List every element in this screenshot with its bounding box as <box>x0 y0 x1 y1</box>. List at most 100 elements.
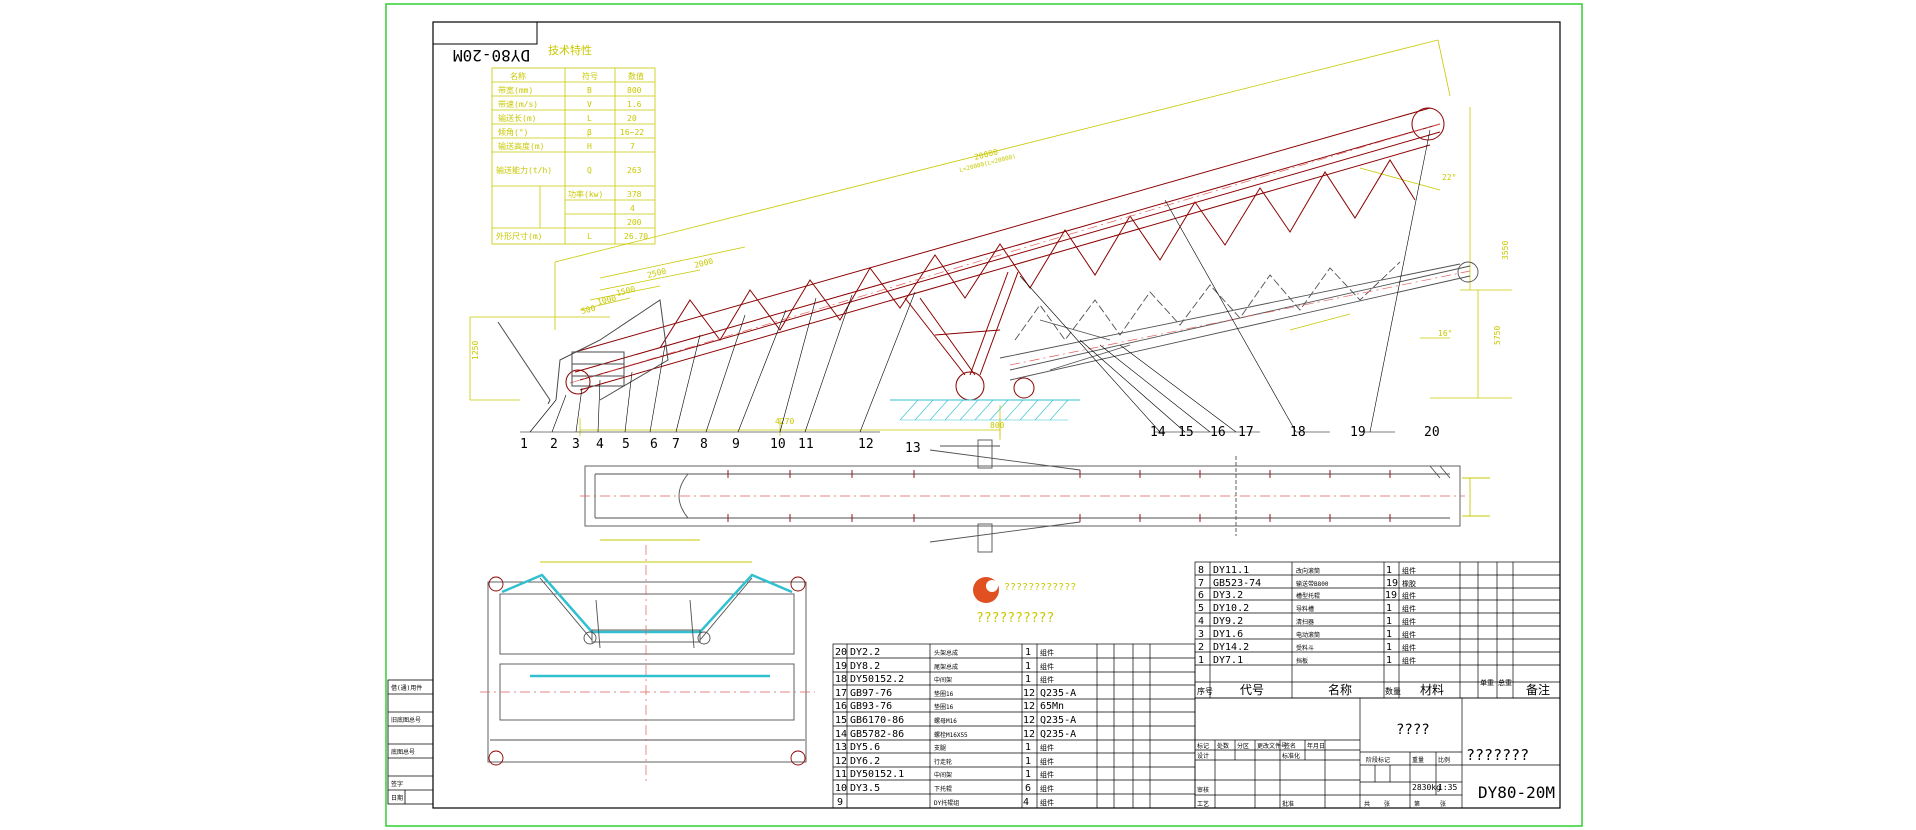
svg-text:组件: 组件 <box>1402 656 1416 665</box>
svg-text:尾架总成: 尾架总成 <box>934 663 958 671</box>
svg-text:DY50152.1: DY50152.1 <box>850 769 904 780</box>
svg-text:材料: 材料 <box>1420 683 1444 697</box>
svg-text:Q235-A: Q235-A <box>1040 715 1076 726</box>
svg-text:16~22: 16~22 <box>620 128 644 137</box>
svg-text:2: 2 <box>1198 642 1204 653</box>
svg-text:DY14.2: DY14.2 <box>1213 642 1249 653</box>
svg-text:H: H <box>587 142 592 151</box>
svg-text:工艺: 工艺 <box>1197 800 1209 808</box>
svg-text:12: 12 <box>858 437 874 452</box>
svg-text:B: B <box>587 86 592 95</box>
svg-text:10: 10 <box>835 783 847 794</box>
svg-text:DY3.2: DY3.2 <box>1213 590 1243 601</box>
svg-text:GB93-76: GB93-76 <box>850 701 892 712</box>
svg-text:1: 1 <box>1198 655 1204 666</box>
svg-text:下托辊: 下托辊 <box>934 785 952 793</box>
svg-text:数值: 数值 <box>628 71 644 81</box>
svg-text:挡板: 挡板 <box>1296 657 1308 665</box>
balloon-numbers: 1 2 3 4 5 6 7 8 9 10 11 12 13 14 15 16 1… <box>520 425 1440 456</box>
svg-text:1: 1 <box>1025 647 1031 658</box>
svg-text:标准化: 标准化 <box>1282 752 1300 760</box>
svg-text:倾角(°): 倾角(°) <box>498 127 528 137</box>
svg-text:3550: 3550 <box>1501 241 1510 260</box>
svg-text:1: 1 <box>520 437 528 452</box>
svg-text:Q235-A: Q235-A <box>1040 688 1076 699</box>
svg-text:组件: 组件 <box>1040 770 1054 779</box>
svg-text:头架总成: 头架总成 <box>934 649 958 657</box>
svg-text:800: 800 <box>990 421 1005 430</box>
svg-text:8: 8 <box>700 437 708 452</box>
svg-text:5: 5 <box>622 437 630 452</box>
svg-text:借(通)用件: 借(通)用件 <box>391 684 422 692</box>
svg-text:8: 8 <box>1198 565 1204 576</box>
svg-text:19: 19 <box>1386 578 1398 589</box>
svg-text:签名: 签名 <box>1284 742 1296 750</box>
svg-text:5: 5 <box>1198 603 1204 614</box>
svg-text:带宽(mm): 带宽(mm) <box>498 85 533 95</box>
svg-text:DY9.2: DY9.2 <box>1213 616 1243 627</box>
svg-text:共: 共 <box>1364 800 1370 808</box>
svg-text:标记: 标记 <box>1197 742 1209 750</box>
svg-text:Q235-A: Q235-A <box>1040 729 1076 740</box>
svg-text:中间架: 中间架 <box>934 676 952 684</box>
svg-text:19: 19 <box>1385 590 1397 601</box>
svg-text:改向滚筒: 改向滚筒 <box>1296 567 1320 575</box>
svg-text:电动滚筒: 电动滚筒 <box>1296 631 1320 639</box>
logo-text-1: ???????????? <box>1004 582 1076 593</box>
svg-text:名称: 名称 <box>1328 682 1352 697</box>
logo-text-2: ?????????? <box>976 611 1054 626</box>
outer-border <box>385 3 1583 827</box>
svg-text:名称: 名称 <box>510 71 526 81</box>
svg-text:1250: 1250 <box>471 341 480 360</box>
bom-right-grid <box>1194 561 1561 699</box>
svg-text:签字: 签字 <box>391 780 403 788</box>
svg-text:14: 14 <box>1150 425 1166 440</box>
svg-text:中间架: 中间架 <box>934 771 952 779</box>
svg-text:L: L <box>587 232 592 241</box>
svg-text:年月日: 年月日 <box>1307 742 1325 750</box>
svg-text:总重: 总重 <box>1498 678 1512 687</box>
svg-text:组件: 组件 <box>1040 757 1054 766</box>
svg-text:65Mn: 65Mn <box>1040 701 1064 712</box>
svg-text:DY2.2: DY2.2 <box>850 647 880 658</box>
svg-text:4: 4 <box>630 204 635 213</box>
svg-text:12: 12 <box>835 756 847 767</box>
svg-text:4: 4 <box>596 437 604 452</box>
logo: ???????????? ?????????? <box>973 577 1076 626</box>
conveyor-plan-view <box>580 439 1490 553</box>
svg-text:DY10.2: DY10.2 <box>1213 603 1249 614</box>
tech-spec-table: 技术特性 <box>491 43 656 245</box>
svg-text:外形尺寸(m): 外形尺寸(m) <box>496 231 542 241</box>
svg-text:13: 13 <box>905 441 921 456</box>
tech-spec-text: 名称 符号 数值 带宽(mm) B 800 带速(m/s) V 1.6 输送长(… <box>496 71 648 241</box>
svg-text:输送长(m): 输送长(m) <box>498 113 536 123</box>
svg-text:4270: 4270 <box>775 417 794 426</box>
svg-text:12: 12 <box>1023 688 1035 699</box>
svg-text:支腿: 支腿 <box>934 744 946 752</box>
svg-text:378: 378 <box>627 190 642 199</box>
svg-text:输送带B800: 输送带B800 <box>1296 580 1329 588</box>
svg-text:垫圈16: 垫圈16 <box>934 690 954 698</box>
svg-text:6: 6 <box>1198 590 1204 601</box>
svg-text:500: 500 <box>580 304 596 316</box>
svg-text:组件: 组件 <box>1040 743 1054 752</box>
svg-text:螺母M16: 螺母M16 <box>934 717 957 725</box>
svg-text:17: 17 <box>1238 425 1254 440</box>
svg-text:β: β <box>587 128 592 137</box>
svg-text:批准: 批准 <box>1282 800 1294 808</box>
svg-text:组件: 组件 <box>1040 648 1054 657</box>
svg-text:DY6.2: DY6.2 <box>850 756 880 767</box>
svg-text:3: 3 <box>1198 629 1204 640</box>
svg-text:1.6: 1.6 <box>627 100 642 109</box>
svg-text:比例: 比例 <box>1438 756 1450 764</box>
svg-text:1: 1 <box>1386 629 1392 640</box>
svg-text:9: 9 <box>837 797 843 808</box>
svg-text:GB6170-86: GB6170-86 <box>850 715 904 726</box>
svg-text:Q: Q <box>587 166 592 175</box>
svg-text:组件: 组件 <box>1040 662 1054 671</box>
idler-section-view <box>480 545 815 782</box>
svg-text:组件: 组件 <box>1402 643 1416 652</box>
